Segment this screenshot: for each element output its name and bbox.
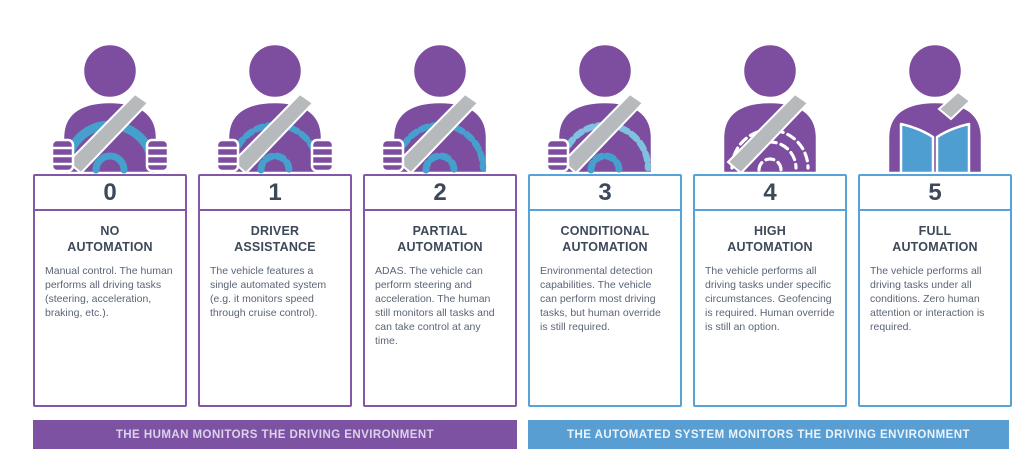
level-number: 1 (200, 176, 350, 211)
level-card-4: 4 HIGH AUTOMATION The vehicle performs a… (693, 174, 847, 407)
level-card-0: 0 NO AUTOMATION Manual control. The huma… (33, 174, 187, 407)
level-column-5: 5 FULL AUTOMATION The vehicle performs a… (858, 28, 1012, 407)
level-title: CONDITIONAL AUTOMATION (560, 224, 650, 254)
level-title: DRIVER ASSISTANCE (234, 224, 316, 254)
level-column-4: 4 HIGH AUTOMATION The vehicle performs a… (693, 28, 847, 407)
driver-both-hands-solid-wheel-icon (50, 42, 170, 174)
level-description: Manual control. The human performs all d… (45, 265, 173, 320)
level-card-3: 3 CONDITIONAL AUTOMATION Environmental d… (528, 174, 682, 407)
level-title: NO AUTOMATION (67, 224, 153, 254)
passenger-ghost-wheel-icon (721, 42, 819, 174)
level-column-0: 0 NO AUTOMATION Manual control. The huma… (33, 28, 187, 407)
human-monitors-banner: THE HUMAN MONITORS THE DRIVING ENVIRONME… (33, 420, 517, 449)
passenger-reading-book-icon (886, 42, 984, 174)
level-description: The vehicle performs all driving tasks u… (870, 265, 985, 334)
level-column-1: 1 DRIVER ASSISTANCE The vehicle features… (198, 28, 352, 407)
level-number: 2 (365, 176, 515, 211)
automated-system-monitors-banner: THE AUTOMATED SYSTEM MONITORS THE DRIVIN… (528, 420, 1009, 449)
monitoring-banners: THE HUMAN MONITORS THE DRIVING ENVIRONME… (33, 420, 1024, 449)
level-description: ADAS. The vehicle can perform steering a… (375, 265, 495, 348)
level-title: PARTIAL AUTOMATION (397, 224, 483, 254)
level-title: HIGH AUTOMATION (727, 224, 813, 254)
level-title: FULL AUTOMATION (892, 224, 978, 254)
level-column-2: 2 PARTIAL AUTOMATION ADAS. The vehicle c… (363, 28, 517, 407)
driver-both-hands-dashed-wheel-icon (215, 42, 335, 174)
levels-row: 0 NO AUTOMATION Manual control. The huma… (33, 28, 1012, 407)
level-number: 3 (530, 176, 680, 211)
level-card-1: 1 DRIVER ASSISTANCE The vehicle features… (198, 174, 352, 407)
level-number: 4 (695, 176, 845, 211)
driver-one-hand-faded-dashed-wheel-icon (545, 42, 654, 174)
level-number: 5 (860, 176, 1010, 211)
level-number: 0 (35, 176, 185, 211)
driver-one-hand-dashed-wheel-icon (380, 42, 489, 174)
level-card-5: 5 FULL AUTOMATION The vehicle performs a… (858, 174, 1012, 407)
level-column-3: 3 CONDITIONAL AUTOMATION Environmental d… (528, 28, 682, 407)
level-description: Environmental detection capabilities. Th… (540, 265, 661, 334)
level-card-2: 2 PARTIAL AUTOMATION ADAS. The vehicle c… (363, 174, 517, 407)
level-description: The vehicle performs all driving tasks u… (705, 265, 835, 334)
level-description: The vehicle features a single automated … (210, 265, 327, 320)
